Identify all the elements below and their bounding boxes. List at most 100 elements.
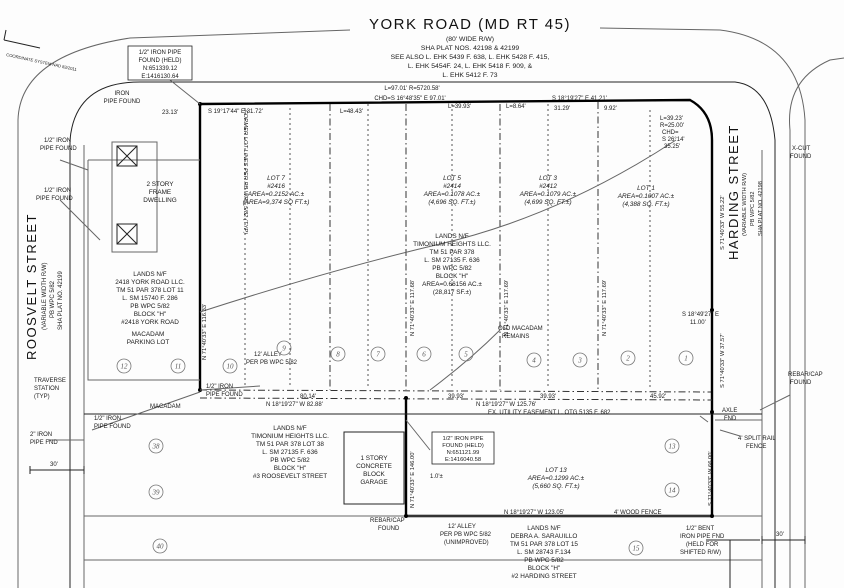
lot-number-circle [276,340,292,356]
svg-text:PB WPC 5/82: PB WPC 5/82 [750,191,756,226]
svg-text:(5,660 SQ. FT.±): (5,660 SQ. FT.±) [532,483,579,490]
dimension-labels: L=97.01' R=5720.58' CHD=S 16°48'35" E 97… [50,86,784,538]
svg-text:LOT 3: LOT 3 [539,175,557,182]
lot-number-circle [678,350,694,366]
svg-text:TM 51 PAR 378: TM 51 PAR 378 [430,249,475,256]
svg-text:31.29': 31.29' [554,106,570,112]
lot-number-circle [458,346,474,362]
svg-text:#2 HARDING STREET: #2 HARDING STREET [511,573,576,580]
roosevelt-street-label: ROOSVELT STREET [24,213,39,360]
svg-text:AREA=0.1079 AC.±: AREA=0.1079 AC.± [519,191,577,198]
svg-text:TIMONIUM HEIGHTS LLC.: TIMONIUM HEIGHTS LLC. [251,433,329,440]
svg-text:LANDS N/F: LANDS N/F [273,425,306,432]
lot-number-circle [370,346,386,362]
lot-number: 12 [121,363,129,371]
york-road-width: (80' WIDE R/W) [446,36,494,43]
svg-text:L=39.23': L=39.23' [660,116,683,122]
svg-text:35.25': 35.25' [664,144,680,150]
svg-text:S 18°49'27" E: S 18°49'27" E [682,312,719,318]
lot-number: 38 [152,443,161,451]
svg-text:LOT 5: LOT 5 [443,175,461,182]
svg-text:LOT 13: LOT 13 [545,467,567,474]
svg-text:1/2" IRON: 1/2" IRON [44,188,71,194]
svg-text:SHIFTED R/W): SHIFTED R/W) [680,550,721,556]
old-macadam-line [429,329,501,391]
structure-labels: 2 STORY FRAME DWELLING 1 STORY CONCRETE … [127,181,392,486]
svg-text:PB WPC 5/82: PB WPC 5/82 [524,557,564,564]
svg-text:30': 30' [776,532,784,538]
svg-text:STATION: STATION [34,386,59,392]
svg-text:L=48.43': L=48.43' [340,109,363,115]
svg-text:X-CUT: X-CUT [792,146,811,152]
svg-text:(4,696 SQ. FT.±): (4,696 SQ. FT.±) [428,199,475,206]
svg-text:LANDS N/F: LANDS N/F [527,525,560,532]
svg-text:LANDS N/F: LANDS N/F [133,271,166,278]
svg-text:AREA=0.66156 AC.±: AREA=0.66156 AC.± [422,281,482,288]
svg-text:L. SM 15740 F. 286: L. SM 15740 F. 286 [122,295,178,302]
lot-number-circle [148,484,164,500]
svg-text:REBAR/CAP: REBAR/CAP [370,518,405,524]
svg-text:9.92': 9.92' [604,106,617,112]
west-tract [87,159,200,381]
svg-text:PB WPC 5/82: PB WPC 5/82 [432,265,472,272]
svg-text:PER PB WPC 5/82: PER PB WPC 5/82 [246,360,298,366]
svg-text:1/2" IRON: 1/2" IRON [206,384,233,390]
lower-pipe-l1: 1/2" IRON PIPE [442,436,483,442]
svg-text:BLOCK "H": BLOCK "H" [528,565,561,572]
lot-number: 3 [577,357,582,365]
svg-text:DWELLING: DWELLING [143,197,176,204]
harding-curb-inner [789,57,844,588]
roosevelt-curb-west [17,29,351,588]
svg-text:1/2" BENT: 1/2" BENT [686,526,714,532]
svg-text:PB WPC 5/82: PB WPC 5/82 [270,457,310,464]
curb-outline [69,81,776,588]
york-road-ref1: SEE ALSO L. EHK 5439 F. 638, L. EHK 5428… [391,54,550,61]
svg-text:TM 51 PAR 378 LOT 15: TM 51 PAR 378 LOT 15 [510,541,578,548]
svg-text:L. SM 27135 F. 636: L. SM 27135 F. 636 [262,449,318,456]
lands-timonium-38: LANDS N/F TIMONIUM HEIGHTS LLC. TM 51 PA… [251,425,329,480]
svg-text:TIMONIUM HEIGHTS LLC.: TIMONIUM HEIGHTS LLC. [413,241,491,248]
svg-text:FORMER LOT LINES PER PB WPC 5/: FORMER LOT LINES PER PB WPC 5/82 (TYP) [242,110,248,234]
leader-lines [48,71,791,451]
lot-number-circle [526,352,542,368]
lot-number-circle [416,346,432,362]
rotated-dims: N 71°40'33" E 116.33' N 71°40'33" E 117.… [202,195,726,508]
svg-text:S 19°17'44" E 31.72': S 19°17'44" E 31.72' [208,109,263,115]
svg-text:#2412: #2412 [539,183,557,190]
svg-text:2" IRON: 2" IRON [30,432,52,438]
svg-text:CHD=S 16°48'35" E 97.01': CHD=S 16°48'35" E 97.01' [374,96,445,102]
svg-text:BLOCK "H": BLOCK "H" [134,311,167,318]
lot-number: 15 [633,545,641,553]
svg-text:S 71°40'33" W 37.57': S 71°40'33" W 37.57' [720,333,726,388]
svg-text:#2418 YORK ROAD: #2418 YORK ROAD [121,319,179,326]
top-pipe-l4: E:1416130.64 [141,74,179,80]
svg-text:FOUND: FOUND [378,526,400,532]
lower-pipe-box [431,431,495,465]
svg-text:(VARIABLE WIDTH R/W): (VARIABLE WIDTH R/W) [742,173,748,236]
svg-text:PIPE FND: PIPE FND [30,440,58,446]
svg-text:80.14': 80.14' [300,394,316,400]
svg-text:ROOSVELT STREET: ROOSVELT STREET [24,213,39,360]
lot-number-circle [628,540,644,556]
roosevelt-details: (VARIABLE WIDTH R/W) PB WPC 5/82 SHA PLA… [42,262,64,330]
svg-text:R=25.00': R=25.00' [660,123,684,129]
harding-curb-east [599,27,806,588]
svg-text:IRON: IRON [115,91,130,97]
svg-text:PIPE FOUND: PIPE FOUND [94,424,131,430]
svg-text:12' ALLEY: 12' ALLEY [448,524,476,530]
svg-text:2418 YORK ROAD LLC.: 2418 YORK ROAD LLC. [115,279,185,286]
svg-text:PARKING LOT: PARKING LOT [127,339,170,346]
lot-number: 10 [227,363,235,371]
lower-pipe-l3: N:651121.99 [447,450,480,456]
lot-number-circle [572,352,588,368]
harding-street-label: HARDING STREET [726,124,741,260]
svg-text:N 71°40'33" E 117.68': N 71°40'33" E 117.68' [410,280,416,336]
lower-pipe-l2: FOUND (HELD) [442,443,484,449]
svg-text:L=8.64': L=8.64' [506,104,526,110]
svg-text:L=97.01' R=5720.58': L=97.01' R=5720.58' [384,86,439,92]
svg-text:N 71°40'33" E 146.00': N 71°40'33" E 146.00' [410,451,416,508]
svg-text:39.93': 39.93' [540,394,556,400]
